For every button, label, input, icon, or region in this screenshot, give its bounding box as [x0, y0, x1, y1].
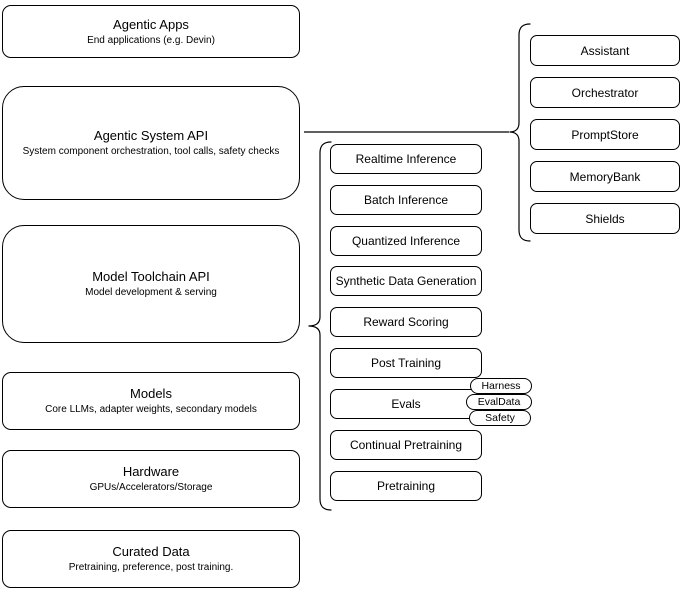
- node-agentic-apps: Agentic Apps End applications (e.g. Devi…: [2, 5, 300, 58]
- node-pretraining: Pretraining: [330, 471, 482, 501]
- node-subtitle: End applications (e.g. Devin): [87, 34, 215, 46]
- system-brace: [509, 23, 531, 242]
- node-hardware: Hardware GPUs/Accelerators/Storage: [2, 450, 300, 508]
- node-batch-inference: Batch Inference: [330, 185, 482, 215]
- node-subtitle: GPUs/Accelerators/Storage: [89, 482, 213, 493]
- node-title: Model Toolchain API: [92, 269, 210, 284]
- node-assistant: Assistant: [530, 35, 680, 66]
- tag-harness: Harness: [470, 378, 532, 394]
- tag-evaldata: EvalData: [466, 394, 532, 410]
- node-subtitle: System component orchestration, tool cal…: [22, 146, 280, 157]
- node-agentic-system-api: Agentic System API System component orch…: [2, 86, 300, 200]
- node-models: Models Core LLMs, adapter weights, secon…: [2, 372, 300, 430]
- toolchain-brace: [308, 141, 332, 511]
- node-title: Curated Data: [112, 544, 190, 559]
- node-realtime-inference: Realtime Inference: [330, 144, 482, 174]
- tag-safety: Safety: [469, 410, 531, 426]
- node-reward-scoring: Reward Scoring: [330, 307, 482, 337]
- node-subtitle: Core LLMs, adapter weights, secondary mo…: [45, 404, 257, 415]
- node-orchestrator: Orchestrator: [530, 77, 680, 108]
- node-subtitle: Pretraining, preference, post training.: [68, 562, 234, 573]
- node-title: Agentic System API: [93, 128, 209, 143]
- node-shields: Shields: [530, 203, 680, 234]
- node-promptstore: PromptStore: [530, 119, 680, 150]
- node-title: Models: [130, 386, 172, 401]
- node-evals: Evals: [330, 389, 482, 419]
- node-subtitle: Model development & serving: [85, 287, 217, 298]
- node-quantized-inference: Quantized Inference: [330, 226, 482, 256]
- node-continual-pretraining: Continual Pretraining: [330, 430, 482, 460]
- node-title: Hardware: [122, 464, 180, 479]
- node-curated-data: Curated Data Pretraining, preference, po…: [2, 530, 300, 588]
- node-memorybank: MemoryBank: [530, 161, 680, 192]
- node-post-training: Post Training: [330, 348, 482, 378]
- node-synthetic-data-generation: Synthetic Data Generation: [330, 266, 482, 296]
- node-model-toolchain-api: Model Toolchain API Model development & …: [2, 225, 300, 343]
- node-title: Agentic Apps: [113, 16, 189, 32]
